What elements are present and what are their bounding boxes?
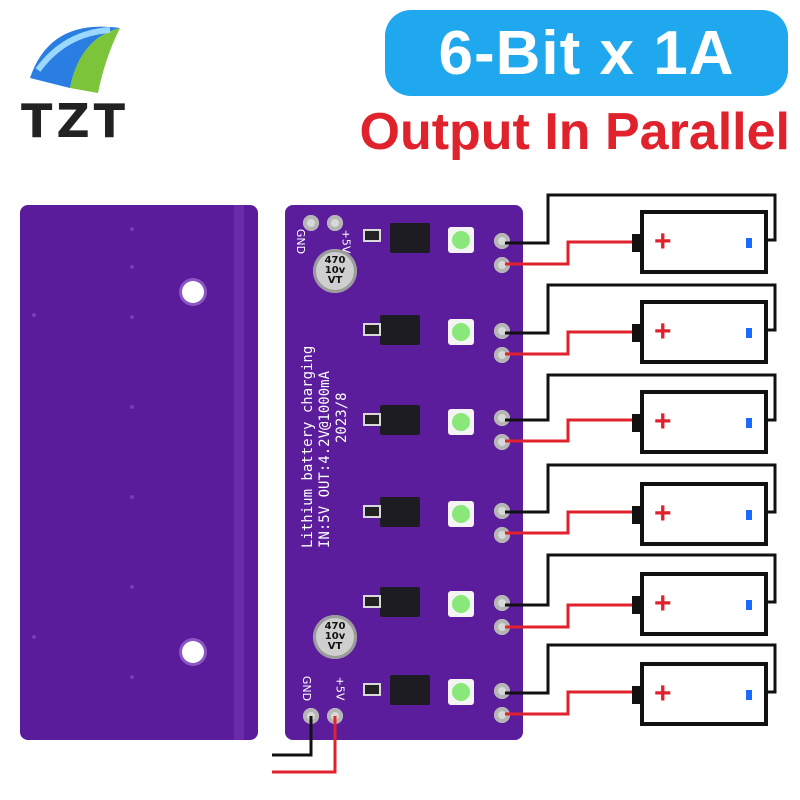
battery-cell: + [632,482,768,546]
status-led [448,319,474,345]
electrolytic-capacitor: 470 10v VT [313,249,357,293]
electrolytic-capacitor: 470 10v VT [313,615,357,659]
via [130,405,134,409]
via [130,585,134,589]
battery-minus-mark [746,510,752,520]
page-title: 6-Bit x 1A [438,18,735,88]
cap-label: 10v [324,265,346,276]
page-subtitle: Output In Parallel [359,103,791,161]
tzt-logo: TZT [10,8,140,148]
pcb-back-side [20,205,258,740]
gnd-input-pad [303,215,319,231]
resistor [363,683,381,696]
battery-plus-sign: + [654,405,672,438]
cap-label: VT [327,641,343,652]
battery-plus-sign: + [654,225,672,258]
battery-cell: + [632,210,768,274]
battery-cell: + [632,662,768,726]
logo-text: TZT [20,94,130,148]
battery-plus-sign: + [654,497,672,530]
resistor [363,413,381,426]
mounting-hole [182,641,204,663]
cap-label: VT [327,275,343,286]
board-edge [234,205,244,740]
battery-minus-mark [746,600,752,610]
battery-plus-pad [494,619,510,635]
via [130,315,134,319]
via [130,265,134,269]
status-led [448,679,474,705]
pcb-front-side: 470 10v VT 470 10v VT [285,205,523,740]
charger-ic [380,587,420,617]
cap-label: 470 [324,621,346,632]
cap-label: 10v [324,631,346,642]
battery-plus-pad [494,257,510,273]
charger-ic [390,223,430,253]
battery-minus-mark [746,690,752,700]
battery-plus-pad [494,527,510,543]
via [32,635,36,639]
resistor [363,595,381,608]
battery-minus-pad [494,233,510,249]
charger-ic [380,405,420,435]
battery-minus-pad [494,595,510,611]
status-led [448,409,474,435]
battery-plus-pad [494,347,510,363]
battery-minus-mark [746,238,752,248]
battery-plus-sign: + [654,315,672,348]
battery-cell: + [632,300,768,364]
cap-label: 470 [324,255,346,266]
charger-ic [390,675,430,705]
battery-minus-mark [746,328,752,338]
via [32,313,36,317]
via [130,495,134,499]
resistor [363,229,381,242]
battery-cell: + [632,390,768,454]
battery-terminal [632,686,640,704]
battery-minus-pad [494,410,510,426]
battery-minus-pad [494,683,510,699]
battery-terminal [632,234,640,252]
resistor [363,323,381,336]
battery-terminal [632,414,640,432]
charger-ic [380,497,420,527]
battery-terminal [632,324,640,342]
title-banner: 6-Bit x 1A [385,10,788,96]
logo-mark-icon [30,26,120,93]
via [130,227,134,231]
plus5v-input-pad [327,215,343,231]
battery-cell: + [632,572,768,636]
via [130,675,134,679]
battery-minus-pad [494,503,510,519]
battery-plus-pad [494,707,510,723]
battery-terminal [632,596,640,614]
mounting-hole [182,281,204,303]
battery-minus-mark [746,418,752,428]
battery-plus-pad [494,434,510,450]
battery-plus-sign: + [654,677,672,710]
battery-plus-sign: + [654,587,672,620]
battery-minus-pad [494,323,510,339]
charger-ic [380,315,420,345]
battery-terminal [632,506,640,524]
status-led [448,501,474,527]
status-led [448,227,474,253]
status-led [448,591,474,617]
resistor [363,505,381,518]
